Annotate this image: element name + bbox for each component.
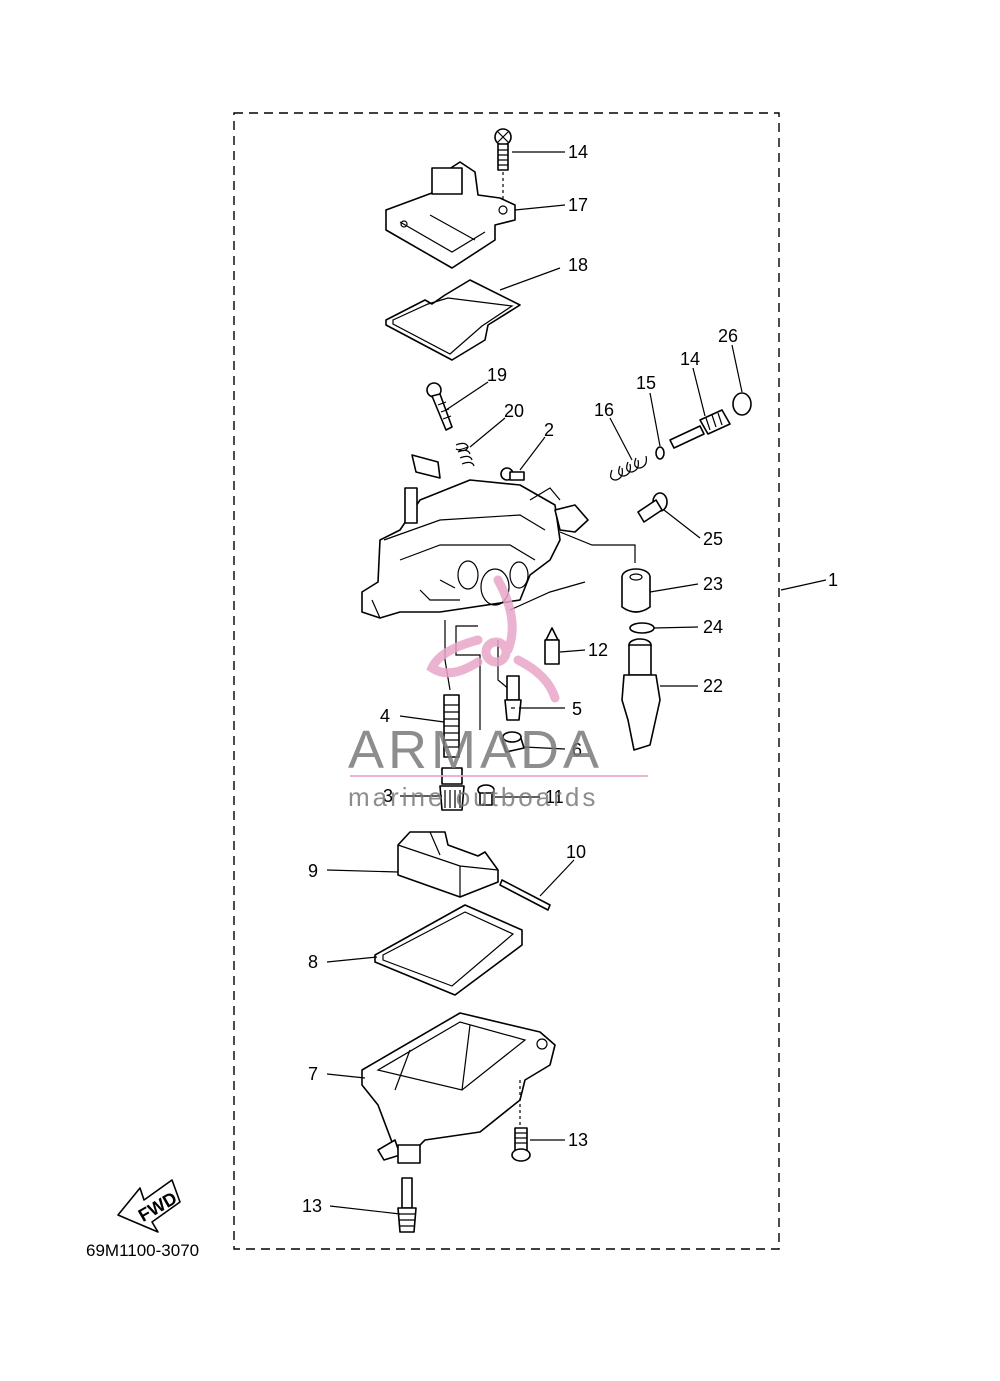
gasket-19 bbox=[385, 279, 521, 361]
drain-screw-13 bbox=[397, 1177, 417, 1233]
callout-3: 3 bbox=[383, 786, 393, 806]
float-9 bbox=[397, 831, 499, 898]
callout-21: 20 bbox=[504, 401, 524, 421]
assembly-boundary bbox=[233, 112, 780, 1250]
propeller-logo bbox=[426, 575, 560, 703]
callout-25: 25 bbox=[703, 529, 723, 549]
pilot-jet-5 bbox=[504, 675, 522, 721]
callout-11: 11 bbox=[545, 787, 564, 807]
cap-26 bbox=[732, 392, 752, 416]
spring-21 bbox=[455, 442, 475, 467]
callout-20: 19 bbox=[487, 365, 507, 385]
starter-valve-22 bbox=[621, 638, 661, 751]
callout-22: 22 bbox=[703, 676, 723, 696]
needle-valve-12 bbox=[544, 627, 560, 665]
o-ring-16 bbox=[655, 446, 665, 460]
cover-18 bbox=[385, 161, 516, 269]
screw-20 bbox=[426, 382, 453, 431]
callout-15: 14 bbox=[680, 349, 700, 369]
carburetor-body-1 bbox=[361, 454, 589, 619]
plunger-23 bbox=[621, 568, 651, 613]
screw-14-top bbox=[494, 128, 512, 205]
callout-14-bottom: 13 bbox=[568, 1130, 588, 1150]
callout-26: 26 bbox=[718, 326, 738, 346]
plug-6 bbox=[501, 731, 525, 753]
screw-2 bbox=[500, 467, 525, 481]
callout-18: 17 bbox=[568, 195, 588, 215]
callout-16: 15 bbox=[636, 373, 656, 393]
watermark-brand: ARMADA bbox=[348, 720, 603, 780]
watermark-tagline: marine outboards bbox=[348, 782, 598, 812]
callout-8: 8 bbox=[308, 952, 318, 972]
float-chamber-7 bbox=[361, 1012, 556, 1164]
screw-25 bbox=[637, 492, 668, 523]
callout-7: 7 bbox=[308, 1064, 318, 1084]
callout-14-top: 14 bbox=[568, 142, 588, 162]
callout-24: 24 bbox=[703, 617, 723, 637]
callout-23: 23 bbox=[703, 574, 723, 594]
fwd-arrow: FWD bbox=[117, 1179, 181, 1233]
callout-17: 16 bbox=[594, 400, 614, 420]
callout-4: 4 bbox=[380, 706, 390, 726]
screw-11 bbox=[477, 784, 495, 806]
o-ring-24 bbox=[629, 622, 655, 634]
diagram-code: 69M1100-3070 bbox=[86, 1241, 199, 1260]
spring-17 bbox=[610, 455, 647, 481]
callout-5: 5 bbox=[572, 699, 582, 719]
screw-14-bottom bbox=[511, 1127, 531, 1162]
main-nozzle-4 bbox=[443, 694, 460, 758]
callout-2: 2 bbox=[544, 420, 554, 440]
armada-watermark: ARMADA marine outboards bbox=[348, 575, 648, 812]
pin-10 bbox=[499, 879, 551, 911]
callout-6: 6 bbox=[572, 740, 582, 760]
callout-9: 9 bbox=[308, 861, 318, 881]
callout-13: 13 bbox=[302, 1196, 322, 1216]
callout-19: 18 bbox=[568, 255, 588, 275]
callout-12: 12 bbox=[588, 640, 608, 660]
gasket-8 bbox=[374, 904, 523, 996]
callout-10: 10 bbox=[566, 842, 586, 862]
callout-1: 1 bbox=[828, 570, 838, 590]
pilot-screw-15 bbox=[669, 409, 731, 449]
